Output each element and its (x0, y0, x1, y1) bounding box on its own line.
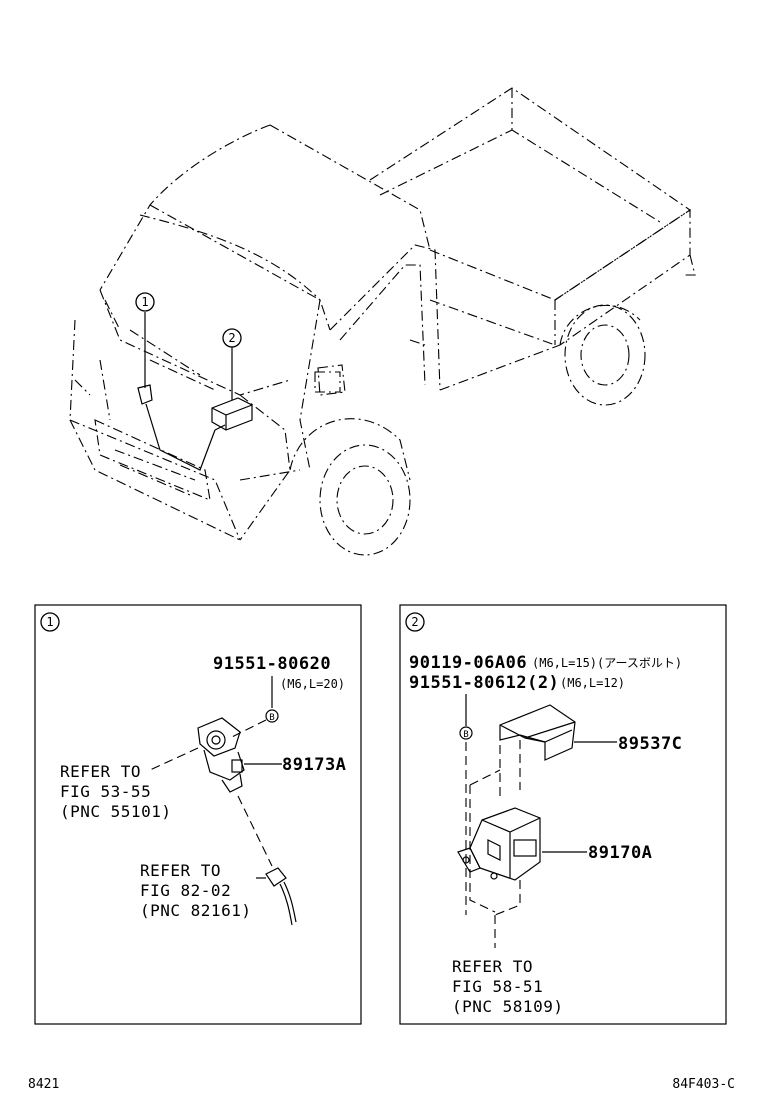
sensor-part-number: 89173A (282, 755, 346, 775)
panel-2-number: 2 (411, 615, 418, 629)
refer-b-line3: (PNC 82161) (140, 901, 251, 920)
ecu-cover-89537C (499, 704, 576, 761)
cover-part-number: 89537C (618, 734, 682, 754)
bolt1-part-number: 90119-06A06 (409, 653, 527, 673)
refer-c-line2: FIG 58-51 (452, 977, 543, 996)
bolt2-spec: (M6,L=12) (560, 676, 625, 690)
callout-2: 2 (222, 328, 242, 348)
refer-c-line3: (PNC 58109) (452, 997, 563, 1016)
b-marker: B (269, 713, 274, 723)
wire-harness-connector (265, 867, 297, 926)
bolt-part-number: 91551-80620 (213, 654, 331, 674)
footer-left-code: 8421 (28, 1077, 59, 1092)
front-sensor-89173A (197, 717, 245, 793)
ecu-part-number: 89170A (588, 843, 652, 863)
footer-right-code: 84F403-C (672, 1077, 735, 1092)
detail-panel-1: 1 91551-80620 (M6,L=20) B 89173A REFER T… (34, 604, 362, 1025)
truck-illustration (69, 87, 696, 556)
svg-text:2: 2 (228, 331, 235, 345)
detail-panel-2: 2 90119-06A06 (M6,L=15)(アースボルト) 91551-80… (399, 604, 727, 1025)
refer-b-line2: FIG 82-02 (140, 881, 231, 900)
bolt1-spec: (M6,L=15)(アースボルト) (532, 656, 682, 670)
refer-b-line1: REFER TO (140, 861, 221, 880)
refer-a-line2: FIG 53-55 (60, 782, 151, 801)
svg-text:1: 1 (141, 295, 148, 309)
panel-1-number: 1 (46, 615, 53, 629)
refer-a-line1: REFER TO (60, 762, 141, 781)
refer-c-line1: REFER TO (452, 957, 533, 976)
refer-a-line3: (PNC 55101) (60, 802, 171, 821)
airbag-ecu-89170A (457, 807, 541, 881)
callout-1: 1 (135, 292, 155, 312)
bolt-spec: (M6,L=20) (280, 677, 345, 691)
b-marker-2: B (463, 730, 468, 740)
bolt2-part-number: 91551-80612(2) (409, 673, 559, 693)
